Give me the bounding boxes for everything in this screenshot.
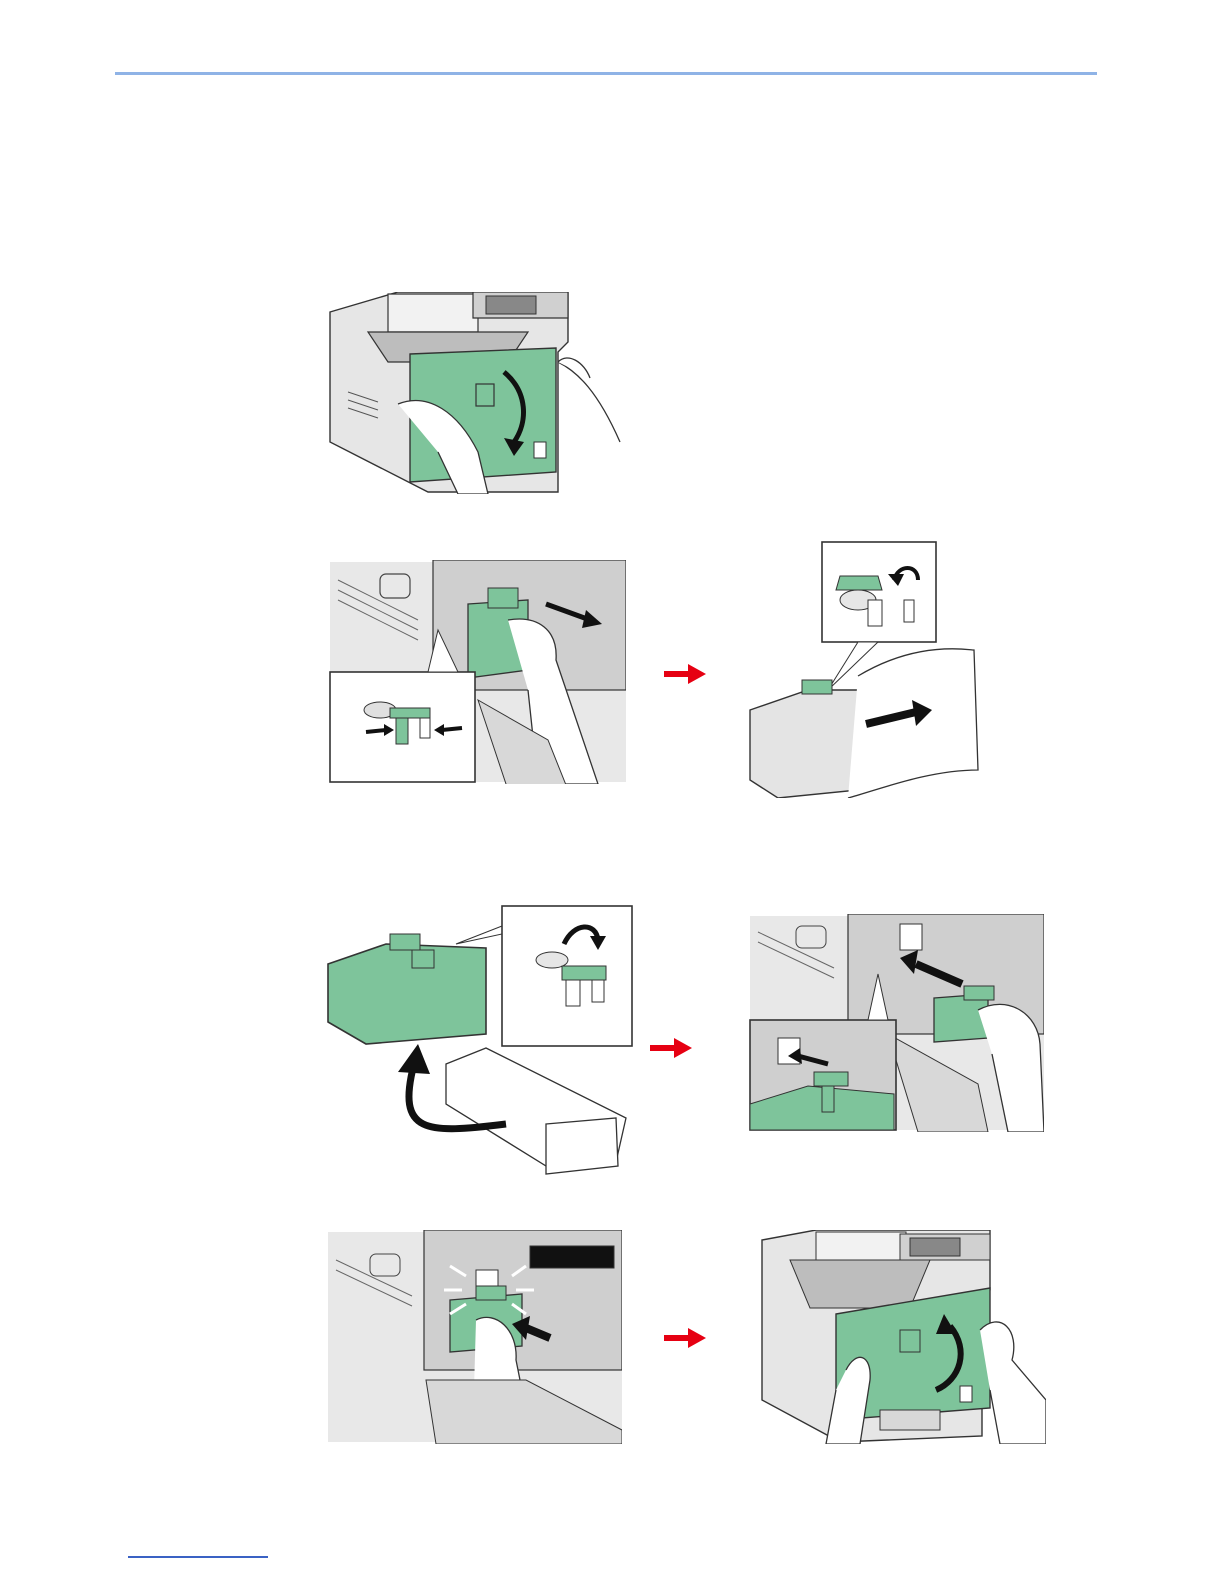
toner-bag-icon	[748, 540, 984, 798]
footer-link-rule[interactable]	[128, 1556, 268, 1558]
toner-insert-icon	[748, 914, 1044, 1132]
toner-unpack-icon	[326, 904, 634, 1188]
toner-lock-icon	[326, 1230, 622, 1444]
toner-remove-icon	[328, 560, 626, 784]
printer-front-cover-close-icon	[760, 1230, 1046, 1444]
header-rule	[115, 72, 1097, 75]
printer-front-cover-open-icon	[328, 292, 624, 494]
next-step-arrow-icon	[664, 1328, 706, 1348]
next-step-arrow-icon	[664, 664, 706, 684]
next-step-arrow-icon	[650, 1038, 692, 1058]
